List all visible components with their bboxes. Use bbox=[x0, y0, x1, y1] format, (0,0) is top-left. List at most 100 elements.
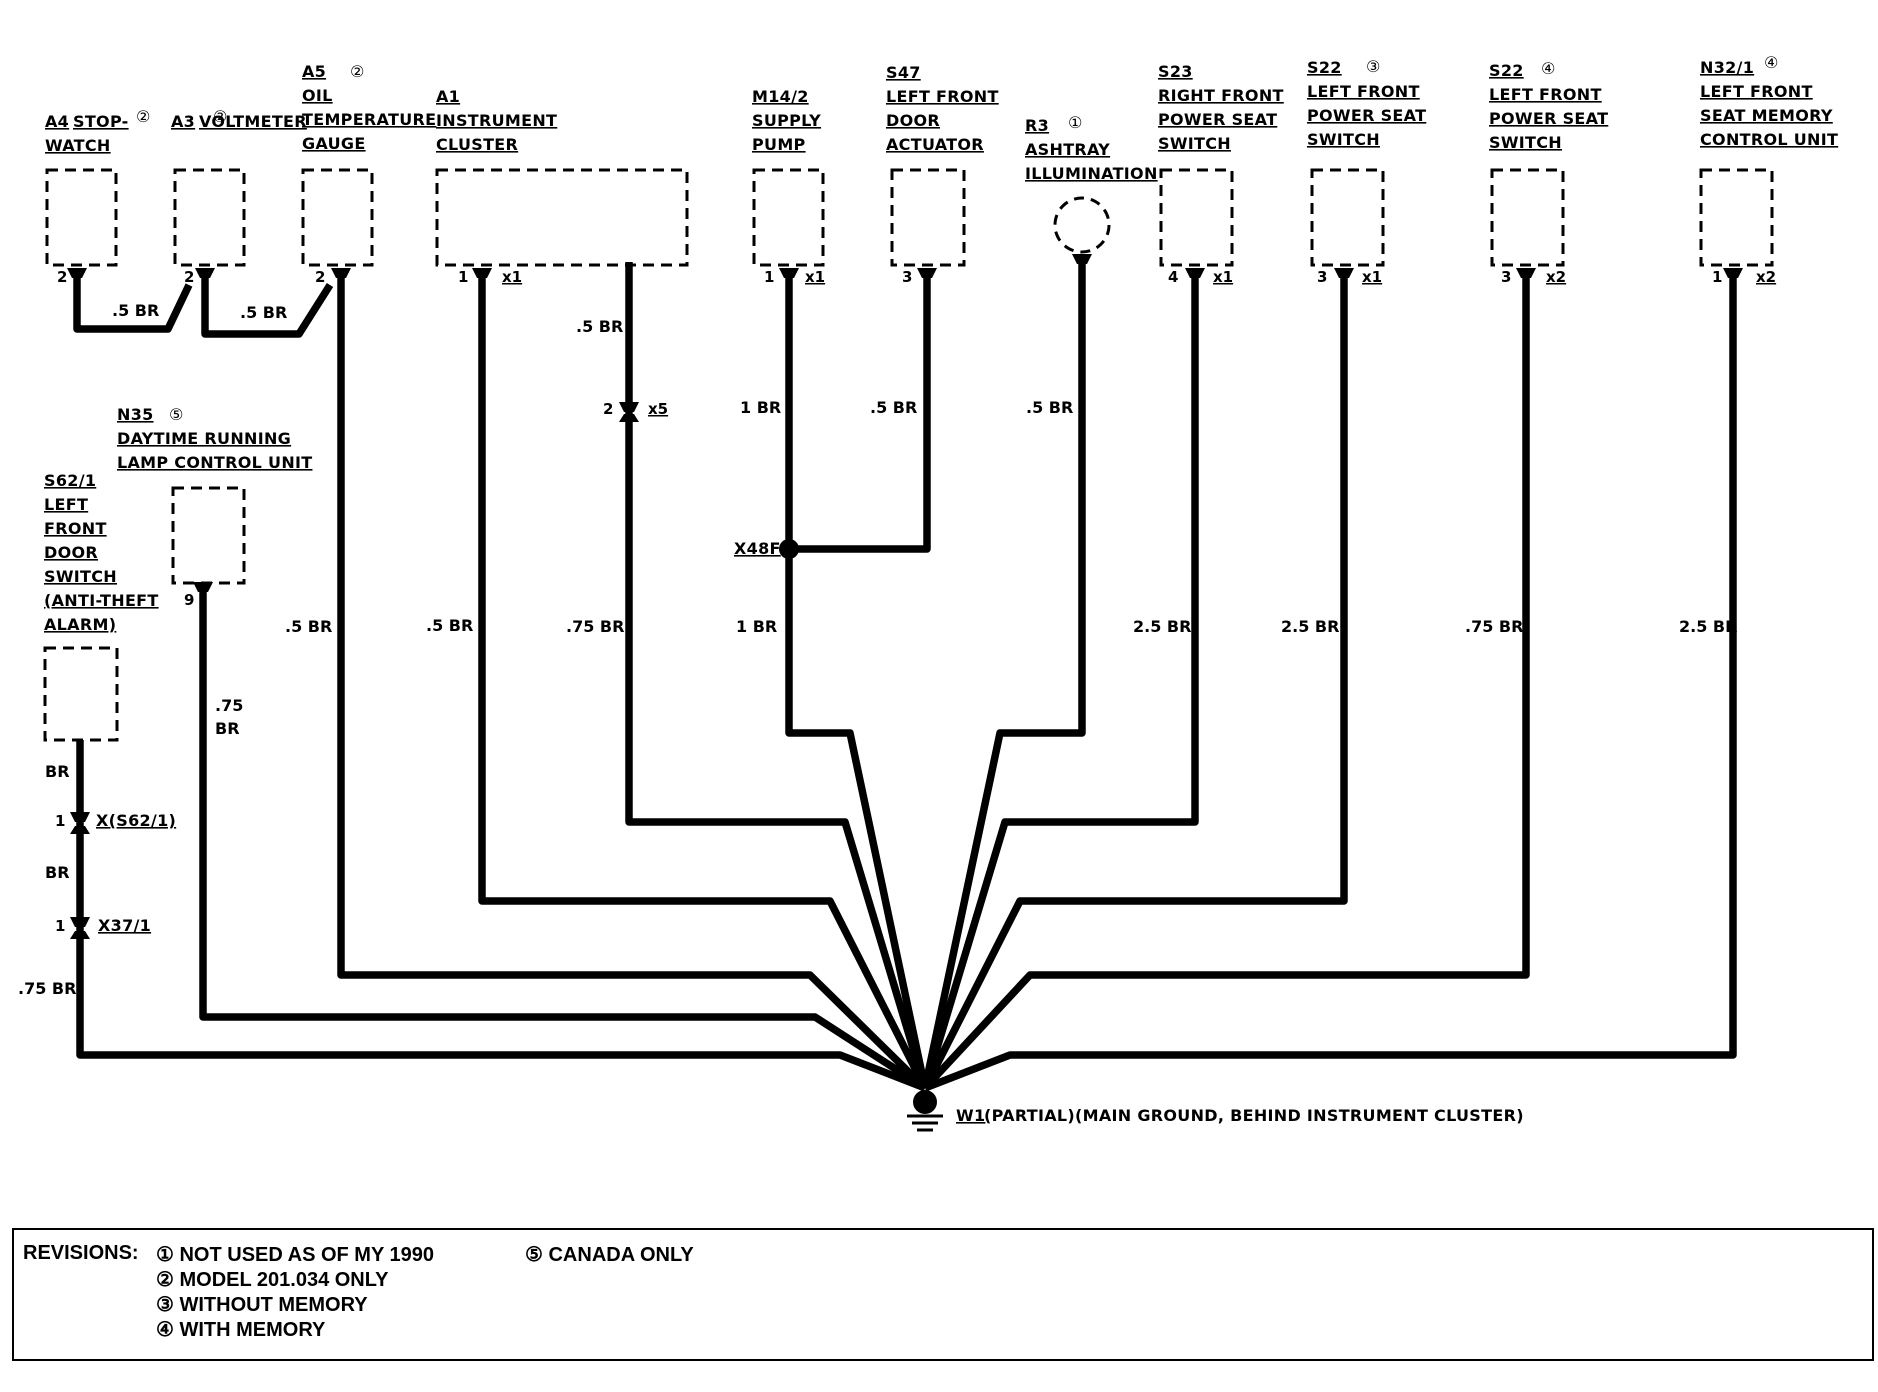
terminal-a1-x1 bbox=[472, 268, 492, 278]
a4-revision-mark: ② bbox=[136, 107, 150, 126]
s23-connector: x1 bbox=[1213, 268, 1233, 286]
revision-item-3: ③ WITHOUT MEMORY bbox=[156, 1294, 368, 1316]
wire-label-s47: .5 BR bbox=[870, 398, 917, 417]
wire-label-s62-1-a: BR bbox=[45, 762, 70, 781]
n35-box bbox=[171, 486, 246, 585]
wire-label-r3: .5 BR bbox=[1026, 398, 1073, 417]
wire-label-n32-1: 2.5 BR bbox=[1679, 617, 1737, 636]
x48f-label: X48F bbox=[734, 539, 781, 558]
revision-item-5: ⑤ CANADA ONLY bbox=[525, 1244, 694, 1266]
s22a-code: S22 bbox=[1307, 58, 1342, 77]
terminal-a5 bbox=[331, 268, 351, 278]
terminal-s47 bbox=[917, 268, 937, 278]
terminal-s22-a bbox=[1334, 268, 1354, 278]
ground-icon bbox=[913, 1090, 937, 1114]
wire-a3-a5 bbox=[201, 278, 334, 338]
s23-box bbox=[1159, 168, 1234, 267]
s22b-code: S22 bbox=[1489, 61, 1524, 80]
a5-box bbox=[301, 168, 374, 267]
revision-item-4: ④ WITH MEMORY bbox=[156, 1319, 326, 1341]
n32-connector: x2 bbox=[1756, 268, 1776, 286]
a5-revision-mark: ② bbox=[350, 62, 364, 81]
s47-code: S47 bbox=[886, 63, 921, 82]
r3-name-line-2: ILLUMINATION bbox=[1025, 164, 1158, 183]
x37-label: X37/1 bbox=[98, 916, 151, 935]
s62-name-line-4: SWITCH bbox=[44, 567, 117, 586]
wire-label-a1-x5-lower: .75 BR bbox=[566, 617, 624, 636]
wire-r3 bbox=[921, 262, 1086, 1089]
s22b-name-line-2: POWER SEAT bbox=[1489, 109, 1608, 128]
terminal-r3 bbox=[1072, 254, 1092, 264]
a3-box bbox=[173, 168, 246, 267]
terminal-n32-1 bbox=[1723, 268, 1743, 278]
wire-label-s22-a: 2.5 BR bbox=[1281, 617, 1339, 636]
n35-code: N35 bbox=[117, 405, 154, 424]
wire-labels: .5 BR .5 BR .5 BR .5 BR .5 BR .75 BR 1 B… bbox=[18, 301, 1737, 998]
wire-label-s62-1-c: .75 BR bbox=[18, 979, 76, 998]
s47-pin: 3 bbox=[902, 268, 912, 286]
n32-revision-mark: ④ bbox=[1764, 53, 1778, 72]
wire-label-a3-a5: .5 BR bbox=[240, 303, 287, 322]
a1-name-line-1: INSTRUMENT bbox=[436, 111, 557, 130]
n32-name-line-1: LEFT FRONT bbox=[1700, 82, 1813, 101]
s22a-name-line-2: POWER SEAT bbox=[1307, 106, 1426, 125]
a3-code: A3 bbox=[171, 112, 195, 131]
wire-s22-b bbox=[922, 278, 1530, 1091]
s62-name-line-1: LEFT bbox=[44, 495, 88, 514]
m14-pin: 1 bbox=[764, 268, 774, 286]
connector-labels: 2 x5 X48F 1 X(S62/1) 1 X37/1 bbox=[55, 400, 781, 935]
xs62-pin: 1 bbox=[55, 812, 65, 830]
s47-name-line-2: DOOR bbox=[886, 111, 940, 130]
a4-name-line-2: WATCH bbox=[45, 136, 111, 155]
wire-s47 bbox=[797, 278, 931, 553]
wire-m14-2 bbox=[785, 278, 929, 1089]
wire-label-m14-2-lower: 1 BR bbox=[736, 617, 777, 636]
s22a-name-line-3: SWITCH bbox=[1307, 130, 1380, 149]
r3-name-line-1: ASHTRAY bbox=[1025, 140, 1110, 159]
connector-xs62-symbol bbox=[70, 812, 90, 834]
wire-label-s23: 2.5 BR bbox=[1133, 617, 1191, 636]
wire-n32-1 bbox=[923, 278, 1737, 1092]
revisions-heading: REVISIONS: bbox=[23, 1242, 139, 1264]
a4-pin: 2 bbox=[57, 268, 67, 286]
ground-description: (PARTIAL)(MAIN GROUND, BEHIND INSTRUMENT… bbox=[984, 1106, 1524, 1125]
wire-a1-x5 bbox=[625, 262, 929, 1090]
wire-label-a1-x1: .5 BR bbox=[426, 616, 473, 635]
wire-label-a4-a3: .5 BR bbox=[112, 301, 159, 320]
s23-pin: 4 bbox=[1168, 268, 1178, 286]
s47-name-line-1: LEFT FRONT bbox=[886, 87, 999, 106]
s23-name-line-3: SWITCH bbox=[1158, 134, 1231, 153]
n32-name-line-3: CONTROL UNIT bbox=[1700, 130, 1838, 149]
revision-item-2: ② MODEL 201.034 ONLY bbox=[156, 1269, 389, 1291]
s62-name-line-3: DOOR bbox=[44, 543, 98, 562]
m14-connector: x1 bbox=[805, 268, 825, 286]
s22b-pin: 3 bbox=[1501, 268, 1511, 286]
n35-pin: 9 bbox=[184, 591, 194, 609]
wire-a5 bbox=[337, 278, 928, 1091]
ground-w1: W1 (PARTIAL)(MAIN GROUND, BEHIND INSTRUM… bbox=[907, 1090, 1524, 1132]
m14-name-line-2: PUMP bbox=[752, 135, 806, 154]
s22b-revision-mark: ④ bbox=[1541, 59, 1555, 78]
r3-lamp-symbol bbox=[1053, 196, 1111, 254]
s22-b-box bbox=[1490, 168, 1565, 267]
s23-code: S23 bbox=[1158, 62, 1193, 81]
n35-name-line-1: DAYTIME RUNNING bbox=[117, 429, 291, 448]
n32-pin: 1 bbox=[1712, 268, 1722, 286]
s22b-connector: x2 bbox=[1546, 268, 1566, 286]
xs62-label: X(S62/1) bbox=[96, 811, 176, 830]
a3-pin: 2 bbox=[184, 268, 194, 286]
s47-name-line-3: ACTUATOR bbox=[886, 135, 984, 154]
wire-label-a5: .5 BR bbox=[285, 617, 332, 636]
wire-label-n35-1: .75 bbox=[215, 696, 243, 715]
connector-x5-symbol bbox=[619, 402, 639, 422]
r3-revision-mark: ① bbox=[1068, 113, 1082, 132]
n35-name-line-2: LAMP CONTROL UNIT bbox=[117, 453, 312, 472]
s62-code: S62/1 bbox=[44, 471, 96, 490]
a1-name-line-2: CLUSTER bbox=[436, 135, 518, 154]
a5-name-line-2: TEMPERATURE bbox=[302, 110, 436, 129]
s22a-name-line-1: LEFT FRONT bbox=[1307, 82, 1420, 101]
m14-name-line-1: SUPPLY bbox=[752, 111, 821, 130]
m14-2-box bbox=[752, 168, 825, 267]
a3-name-line-1: VOLTMETER bbox=[199, 112, 307, 131]
